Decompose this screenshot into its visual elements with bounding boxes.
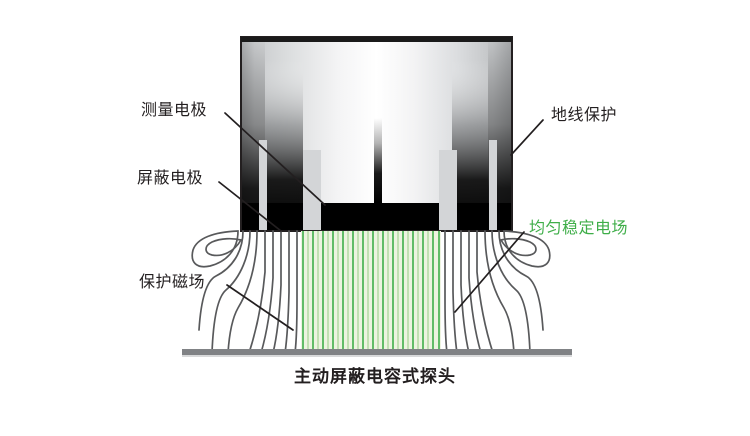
leader-measuring-electrode <box>224 112 326 206</box>
label-guard-magnetic-field: 保护磁场 <box>139 274 206 291</box>
label-shield-electrode: 屏蔽电极 <box>137 170 204 187</box>
label-measuring-electrode: 测量电极 <box>141 102 208 119</box>
fringing-guard-field-lines <box>191 230 551 354</box>
label-uniform-stable-field: 均匀稳定电场 <box>529 220 629 237</box>
uniform-electric-field-lines <box>301 231 441 353</box>
grounded-target-surface <box>182 349 572 357</box>
leader-ground-shield <box>510 119 544 156</box>
diagram-caption: 主动屏蔽电容式探头 <box>294 367 456 386</box>
leader-uniform-field <box>454 231 525 313</box>
probe-housing <box>240 36 513 232</box>
leader-lines <box>218 112 544 331</box>
label-ground-shield: 地线保护 <box>551 107 618 124</box>
leader-guard-field <box>226 284 294 331</box>
leader-shield-electrode <box>218 181 282 232</box>
